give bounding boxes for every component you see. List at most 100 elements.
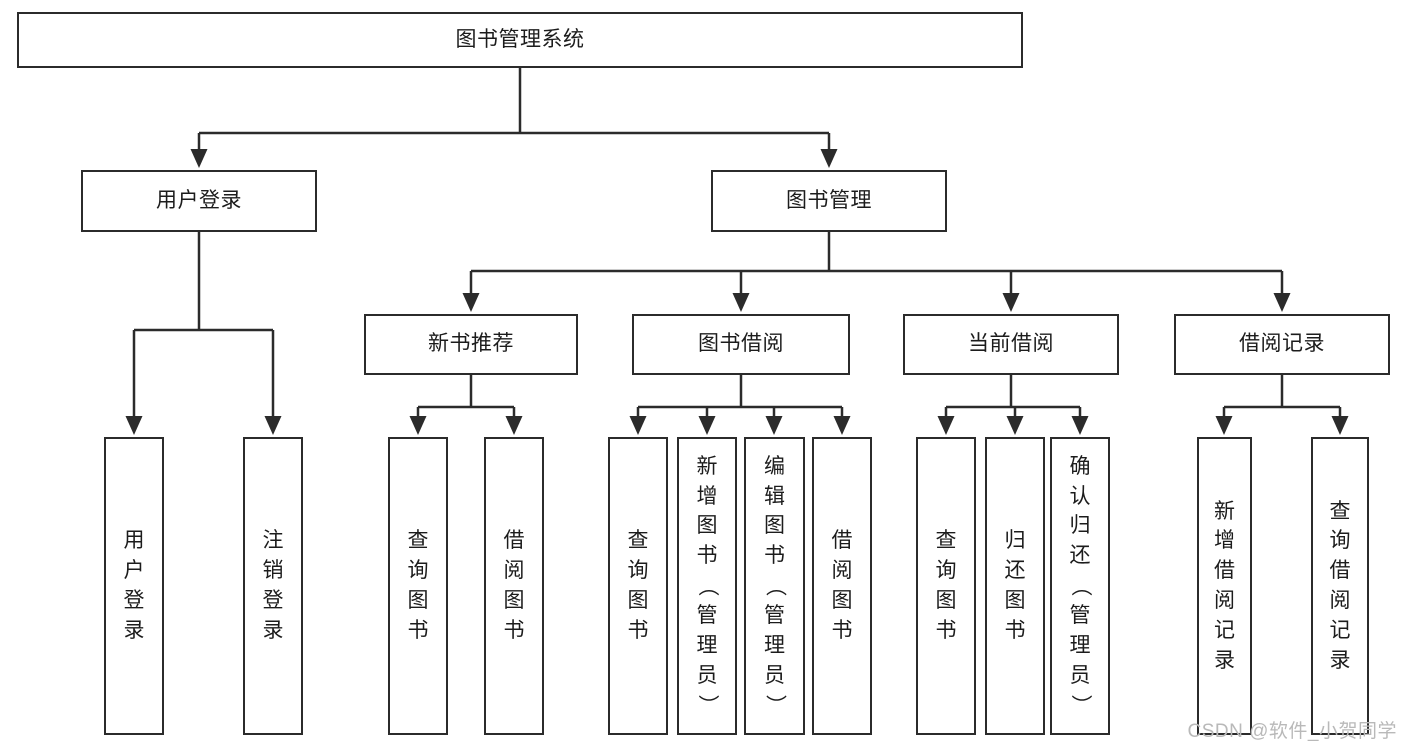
label-char: 书 [764,544,785,568]
label-char: 辑 [764,484,785,508]
label-char: 查 [1329,499,1351,523]
node-label-leaf-return-book: 归还图书 [987,526,1043,645]
group-2-arrow-0-head [937,416,955,435]
node-label-leaf-borrow-book-2: 借阅图书 [814,526,870,645]
label-char: 借 [503,529,525,553]
label-char: 编 [764,454,785,478]
node-label-current-borrow: 当前借阅 [968,332,1054,356]
node-leaf-user-login[interactable]: 用户登录 [104,437,164,735]
node-label-leaf-borrow-book-1: 借阅图书 [486,526,542,645]
group-2-arrow-1-head [1006,416,1024,435]
book-manage-arrow-1-head [732,293,750,312]
group-2-arrow-2-head [1071,416,1089,435]
label-char: 增 [696,484,718,508]
node-label-leaf-query-borrow-record: 查询借阅记录 [1313,497,1367,676]
label-char: 询 [627,559,649,583]
node-label-leaf-add-book-admin: 新增图书（管理员） [679,452,735,720]
label-char: 归 [1069,514,1091,538]
label-char: 书 [407,618,429,642]
label-char: 阅 [1214,589,1235,612]
node-label-leaf-query-book-2: 查询图书 [610,526,666,645]
node-new-book-recommend[interactable]: 新书推荐 [364,314,578,375]
node-leaf-logout[interactable]: 注销登录 [243,437,303,735]
node-leaf-add-borrow-record[interactable]: 新增借阅记录 [1197,437,1252,735]
root-arrow-0-head [190,149,208,168]
label-char: 管 [764,603,785,627]
group-0-arrow-1-head [505,416,523,435]
label-char: 图 [696,514,718,538]
node-label-leaf-user-login: 用户登录 [106,526,162,645]
label-char: 书 [696,544,718,568]
node-label-leaf-query-book-3: 查询图书 [918,526,974,645]
node-leaf-confirm-return[interactable]: 确认归还（管理员） [1050,437,1110,735]
label-char: 图 [935,589,957,612]
node-label-book-borrow: 图书借阅 [698,332,784,356]
group-0-arrow-0-head [409,416,427,435]
label-char: 图 [764,514,785,538]
node-leaf-return-book[interactable]: 归还图书 [985,437,1045,735]
label-char: 询 [935,559,957,583]
label-char: 录 [1214,648,1235,672]
label-char: 借 [1329,559,1351,583]
label-char: 录 [1329,648,1351,672]
label-char: 询 [407,559,429,583]
label-char: 还 [1004,559,1026,583]
node-user-login[interactable]: 用户登录 [81,170,317,232]
node-leaf-borrow-book-2[interactable]: 借阅图书 [812,437,872,735]
label-char: 图 [627,589,649,612]
node-leaf-query-borrow-record[interactable]: 查询借阅记录 [1311,437,1369,735]
label-char: 员 [764,663,785,687]
node-label-leaf-logout: 注销登录 [245,526,301,645]
label-char: 图 [831,589,853,612]
node-borrow-record[interactable]: 借阅记录 [1174,314,1390,375]
label-char: 确 [1069,454,1091,478]
root-arrow-1-head [820,149,838,168]
label-char: 借 [831,529,853,553]
node-label-leaf-query-book-1: 查询图书 [390,526,446,645]
user-login-arrow-0-head [125,416,143,435]
label-char: 用 [123,529,145,553]
node-current-borrow[interactable]: 当前借阅 [903,314,1119,375]
node-book-manage[interactable]: 图书管理 [711,170,947,232]
node-leaf-borrow-book-1[interactable]: 借阅图书 [484,437,544,735]
label-char: 查 [935,529,957,553]
label-char: 记 [1329,618,1351,642]
label-char: 录 [262,618,284,642]
label-char: 认 [1069,484,1091,508]
label-char: 销 [262,559,284,583]
label-char: （ [695,575,719,597]
group-1-arrow-0-head [629,416,647,435]
label-char: 书 [503,618,525,642]
node-label-root: 图书管理系统 [455,27,585,51]
node-leaf-edit-book-admin[interactable]: 编辑图书（管理员） [744,437,805,735]
node-leaf-add-book-admin[interactable]: 新增图书（管理员） [677,437,737,735]
label-char: 图 [407,589,429,612]
label-char: 借 [1214,559,1235,583]
label-char: 图 [503,589,525,612]
node-label-leaf-confirm-return: 确认归还（管理员） [1052,452,1108,720]
book-manage-arrow-3-head [1273,293,1291,312]
group-3-arrow-1-head [1331,416,1349,435]
node-leaf-query-book-1[interactable]: 查询图书 [388,437,448,735]
label-char: （ [763,575,787,597]
node-leaf-query-book-3[interactable]: 查询图书 [916,437,976,735]
book-manage-arrow-0-head [462,293,480,312]
node-leaf-query-book-2[interactable]: 查询图书 [608,437,668,735]
node-label-borrow-record: 借阅记录 [1239,332,1325,356]
node-label-user-login: 用户登录 [156,188,242,212]
group-3-arrow-0-head [1215,416,1233,435]
label-char: 新 [696,454,718,478]
label-char: 登 [123,589,145,612]
node-root[interactable]: 图书管理系统 [17,12,1023,68]
label-char: 新 [1214,499,1235,523]
group-1-arrow-2-head [765,416,783,435]
label-char: 阅 [503,559,525,583]
label-char: （ [1068,575,1092,597]
label-char: 注 [262,529,284,553]
label-char: 理 [1069,633,1091,657]
node-label-new-book-recommend: 新书推荐 [428,332,514,356]
node-book-borrow[interactable]: 图书借阅 [632,314,850,375]
label-char: 书 [627,618,649,642]
